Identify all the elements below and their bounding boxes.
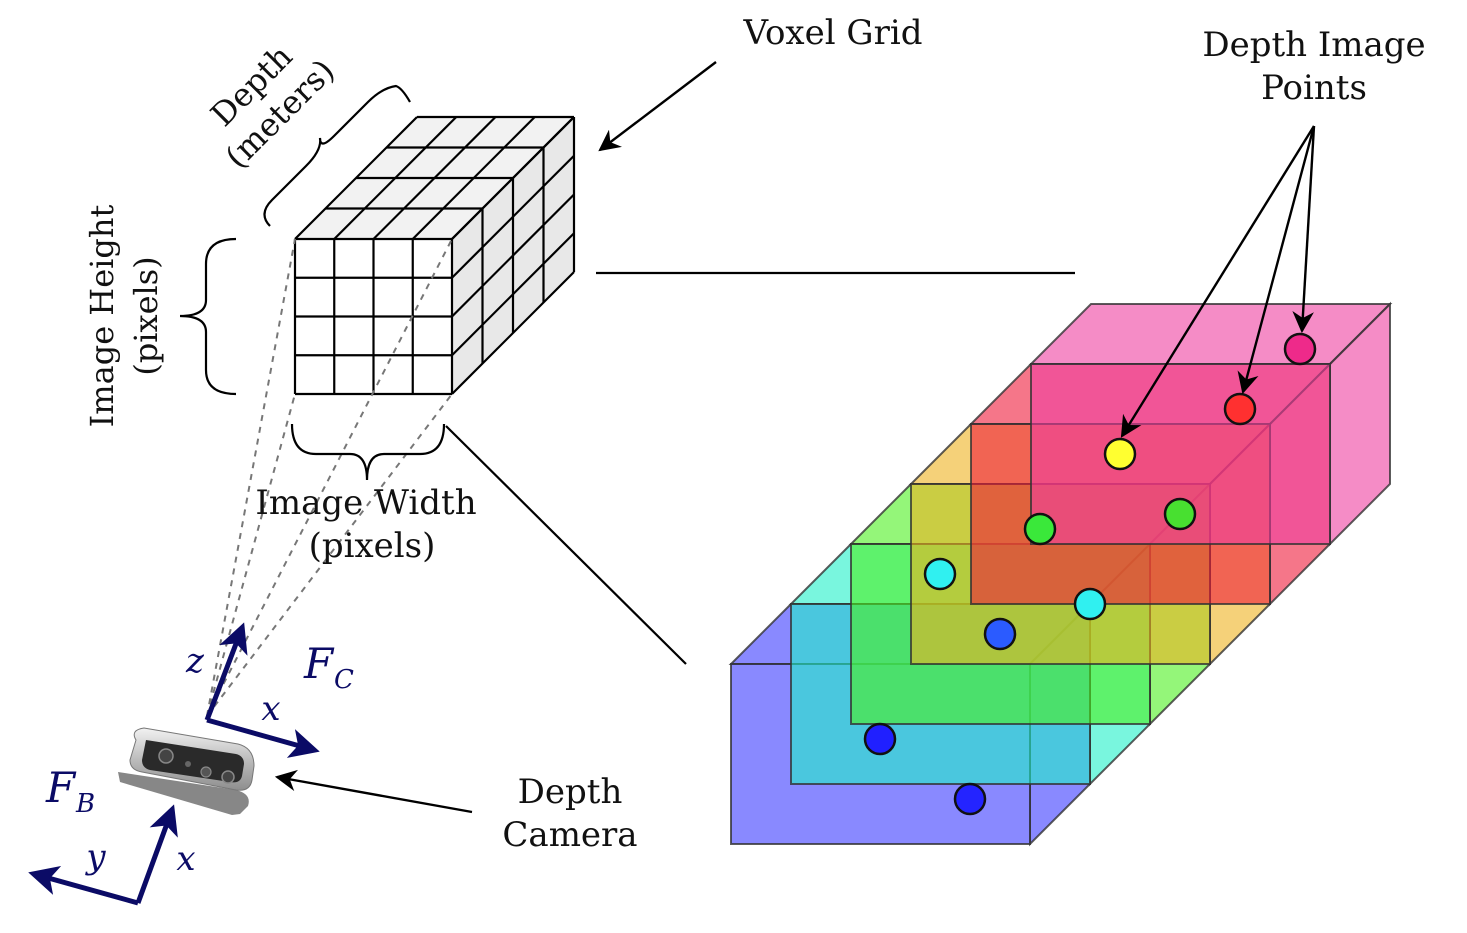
depth-image-points-label-line1: Depth Image (1202, 25, 1425, 65)
layer-pink (1028, 301, 1393, 547)
image-width-label-line2: (pixels) (309, 526, 436, 566)
points-arrow-pink (1292, 125, 1316, 334)
depth-camera-icon (118, 727, 255, 815)
camera-z-axis-label: z (185, 641, 205, 681)
image-height-label-line1: Image Height (83, 205, 121, 428)
body-frame-label: F B (45, 763, 95, 819)
camera-frame-axes (204, 622, 320, 758)
camera-frustum (206, 238, 453, 717)
depth-brace (263, 84, 411, 227)
body-x-axis-label: x (176, 839, 195, 879)
blue-point-3 (953, 782, 987, 816)
camera-frame-subscript: C (334, 665, 354, 695)
green-point-1 (1023, 512, 1057, 546)
depth-layers (728, 301, 1393, 847)
image-height-label: Image Height (pixels) (83, 205, 165, 428)
image-height-brace (179, 237, 237, 396)
image-width-brace (290, 423, 446, 481)
pink-point (1283, 332, 1317, 366)
cyan-point-2 (1073, 587, 1107, 621)
image-height-label-line2: (pixels) (127, 256, 165, 375)
voxel-grid (293, 115, 576, 396)
points-arrow-yellow (1120, 125, 1316, 438)
voxel-grid-arrow (598, 61, 717, 152)
depth-meters-label: Depth (meters) (203, 37, 342, 176)
points-arrow-red (1237, 125, 1316, 395)
voxel-grid-label: Voxel Grid (743, 13, 923, 53)
depth-camera-label-line1: Depth (518, 772, 623, 812)
blue-point-1 (983, 617, 1017, 651)
body-y-axis-label: y (84, 837, 106, 877)
depth-camera-label-line2: Camera (502, 815, 637, 855)
red-point (1223, 392, 1257, 426)
body-frame-subscript: B (75, 789, 95, 819)
body-frame-axes (28, 804, 178, 906)
cyan-point-1 (923, 557, 957, 591)
annotation-arrows (274, 61, 1316, 814)
blue-point-2 (863, 722, 897, 756)
body-frame-symbol: F (45, 763, 77, 812)
depth-camera-arrow (274, 769, 473, 814)
depth-image-points-label-line2: Points (1261, 68, 1367, 108)
green-point-2 (1163, 497, 1197, 531)
camera-frame-symbol: F (303, 639, 335, 688)
image-width-label-line1: Image Width (255, 483, 476, 523)
yellow-point (1103, 437, 1137, 471)
camera-frame-label: F C (303, 639, 354, 695)
zoom-connector (445, 271, 1075, 665)
camera-x-axis-label: x (261, 689, 280, 729)
depth-image-points (863, 332, 1317, 816)
